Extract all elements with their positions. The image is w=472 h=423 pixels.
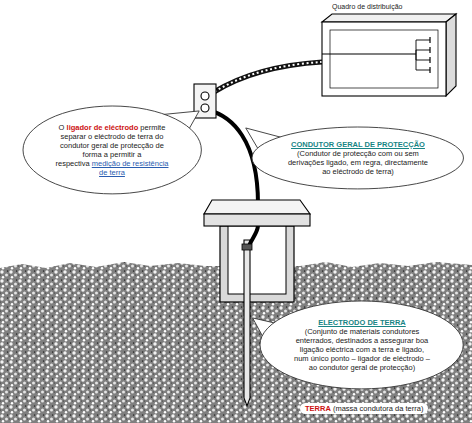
electrode-callout: ELECTRODO DE TERRA(Conjunto de materiais… xyxy=(259,300,464,390)
board-side xyxy=(446,14,456,96)
earth-rod xyxy=(244,240,250,406)
earth-terminal-symbol xyxy=(429,37,430,43)
callout-heading: ELECTRODO DE TERRA xyxy=(292,318,432,327)
connector-terminal xyxy=(201,92,209,100)
node-text: Oligador de eléctrodopermite separar o e… xyxy=(51,123,173,178)
distribution-board: Quadro de distribuição xyxy=(316,2,464,100)
earth-terminal-symbol xyxy=(429,57,430,63)
protection-cable xyxy=(208,110,258,204)
pit-lid-front xyxy=(204,214,310,226)
board-branch xyxy=(416,50,430,54)
callout-bubble xyxy=(23,106,201,194)
board-top xyxy=(322,14,456,22)
twisted-cable xyxy=(214,62,322,92)
earth-terminal-symbol xyxy=(429,47,430,53)
twisted-cable-strands xyxy=(214,62,322,92)
callout-heading: TERRA xyxy=(305,404,331,413)
board-front xyxy=(322,22,446,96)
callout-text: ligador de eléctrodo xyxy=(67,123,139,132)
callout-heading: CONDUTOR GERAL DE PROTECÇÃO xyxy=(285,140,431,149)
conductor-callout: CONDUTOR GERAL DE PROTECÇÃO(Condutor de … xyxy=(251,126,464,190)
connector-callout: Oligador de eléctrodopermite separar o e… xyxy=(22,105,202,195)
board-bus xyxy=(322,53,416,54)
callout-bubble xyxy=(260,301,463,389)
callout-text: (massa condutora da terra) xyxy=(333,404,423,413)
node-text: ELECTRODO DE TERRA(Conjunto de materiais… xyxy=(292,318,432,373)
node-outline xyxy=(316,2,464,100)
pit-lid-top xyxy=(204,200,310,214)
callout-bubble xyxy=(252,127,463,189)
pit-cable xyxy=(249,226,258,246)
board-branch xyxy=(416,40,430,54)
earth-terminal-symbol xyxy=(429,67,430,73)
callout-heading: O xyxy=(59,123,65,132)
terra-callout: TERRA(massa condutora da terra) xyxy=(300,403,428,414)
pit-interior xyxy=(228,226,286,294)
callout-text: medição de resistência de terra xyxy=(92,159,169,177)
node-text: CONDUTOR GERAL DE PROTECÇÃO(Condutor de … xyxy=(285,140,431,177)
connector-terminal xyxy=(201,104,209,112)
board-branch xyxy=(416,54,430,70)
callout-text: (Condutor de protecção com ou sem deriva… xyxy=(285,149,431,176)
rod-clamp xyxy=(242,244,252,250)
pit-wall xyxy=(220,226,294,302)
callout-text: (Conjunto de materiais condutores enterr… xyxy=(292,327,432,373)
board-branch xyxy=(416,54,430,60)
node-text: Quadro de distribuição xyxy=(332,2,402,12)
callout-heading: Quadro de distribuição xyxy=(332,3,402,10)
board-inner xyxy=(330,30,438,88)
